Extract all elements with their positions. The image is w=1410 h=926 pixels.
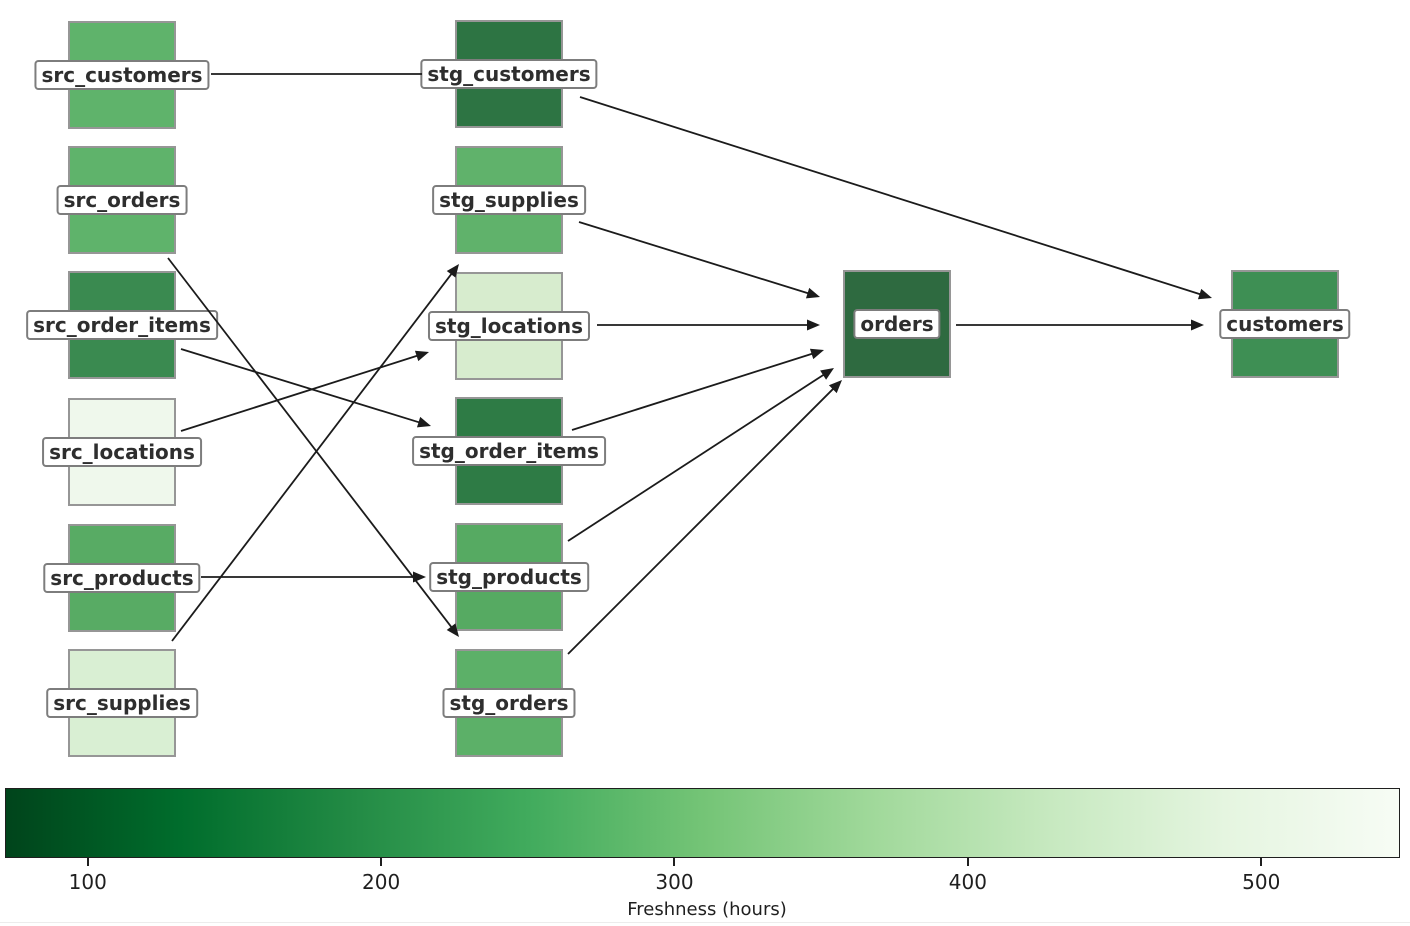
edge-stg_customers-customers — [579, 96, 1203, 296]
node-label-src_orders: src_orders — [56, 185, 188, 215]
node-label-src_supplies: src_supplies — [46, 688, 198, 718]
node-label-stg_customers: stg_customers — [420, 59, 598, 89]
edge-stg_order_items-orders — [571, 352, 815, 431]
colorbar-axis-label: Freshness (hours) — [627, 899, 787, 920]
edge-arrowhead-orders-customers — [1191, 319, 1204, 331]
colorbar-tick-300 — [673, 858, 676, 866]
edge-src_supplies-stg_supplies — [171, 271, 454, 642]
edge-arrowhead-src_orders-stg_orders — [446, 623, 459, 637]
node-label-src_customers: src_customers — [34, 60, 210, 90]
node-label-src_order_items: src_order_items — [26, 310, 218, 340]
edge-arrowhead-src_products-stg_products — [413, 571, 426, 583]
edge-stg_products-orders — [567, 372, 827, 542]
colorbar-tick-label-400: 400 — [948, 870, 987, 894]
colorbar-tick-400 — [966, 858, 969, 866]
colorbar-tick-label-100: 100 — [68, 870, 107, 894]
edge-arrowhead-stg_orders-orders — [828, 380, 842, 394]
node-label-orders: orders — [853, 309, 941, 339]
node-label-src_products: src_products — [43, 563, 201, 593]
colorbar-tick-100 — [86, 858, 89, 866]
edge-stg_supplies-orders — [578, 221, 811, 295]
node-label-stg_locations: stg_locations — [427, 311, 591, 341]
edge-arrowhead-stg_locations-orders — [807, 319, 820, 331]
edge-arrowhead-stg_customers-customers — [1197, 288, 1212, 300]
node-label-stg_orders: stg_orders — [442, 688, 576, 718]
node-label-src_locations: src_locations — [42, 437, 202, 467]
figure-bottom-hairline — [0, 922, 1410, 923]
edge-src_order_items-stg_order_items — [180, 348, 422, 424]
edge-arrowhead-src_order_items-stg_order_items — [416, 416, 431, 428]
node-label-stg_products: stg_products — [429, 562, 589, 592]
colorbar-tick-200 — [380, 858, 383, 866]
node-label-stg_order_items: stg_order_items — [412, 436, 606, 466]
node-label-customers: customers — [1219, 309, 1351, 339]
edge-src_locations-stg_locations — [180, 354, 420, 432]
colorbar-tick-500 — [1260, 858, 1263, 866]
colorbar-tick-label-200: 200 — [362, 870, 401, 894]
edge-arrowhead-stg_supplies-orders — [805, 287, 820, 299]
colorbar-tick-label-500: 500 — [1242, 870, 1281, 894]
edge-arrowhead-src_supplies-stg_supplies — [446, 264, 459, 278]
edge-arrowhead-src_locations-stg_locations — [414, 350, 429, 362]
colorbar-gradient — [5, 788, 1400, 858]
edge-src_orders-stg_orders — [167, 257, 454, 630]
node-label-stg_supplies: stg_supplies — [432, 185, 586, 215]
colorbar-tick-label-300: 300 — [655, 870, 694, 894]
edge-arrowhead-stg_order_items-orders — [809, 348, 824, 360]
edge-arrowhead-stg_products-orders — [820, 368, 834, 380]
edge-stg_orders-orders — [567, 386, 836, 655]
